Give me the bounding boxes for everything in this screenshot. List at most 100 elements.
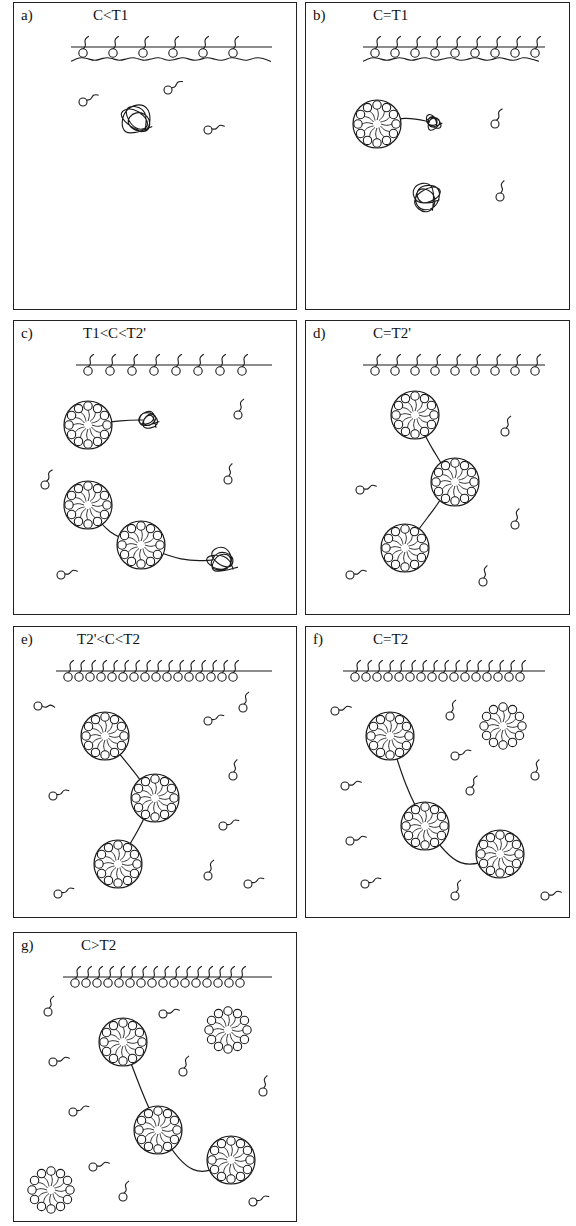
surfactant-tail <box>83 36 89 49</box>
condition-label: C>T2 <box>80 936 117 954</box>
micelle-tail <box>140 797 151 798</box>
surfactant-head <box>132 794 140 802</box>
micelle-tail <box>128 547 138 553</box>
micelle-tail <box>490 728 500 734</box>
micelle-core <box>207 1136 255 1184</box>
surfactant-tail <box>75 966 81 979</box>
surfactant-tail <box>244 692 249 704</box>
surfactant-head <box>511 521 519 529</box>
panel-letter: b) <box>312 6 327 24</box>
panel-illustration <box>34 660 272 898</box>
micelle-tail <box>377 109 378 120</box>
surfactant-head <box>411 367 419 375</box>
polymer-coil <box>139 411 160 428</box>
micelle-tail <box>142 800 152 806</box>
micelle-tail <box>157 1134 158 1145</box>
micelle-tail <box>496 729 502 739</box>
panel: d)C=T2' <box>305 320 570 615</box>
surfactant-tail <box>97 966 103 979</box>
micelle-tail <box>110 1044 120 1050</box>
micelle-tail <box>428 819 438 825</box>
surfactant-tail <box>65 570 78 574</box>
surfactant-head <box>420 427 428 435</box>
micelle-tail <box>92 729 102 735</box>
micelle-tail <box>51 1175 52 1186</box>
surfactant-tail <box>46 470 52 482</box>
micelle-tail <box>123 1027 124 1038</box>
micelle-tail <box>393 729 403 735</box>
surfactant-head <box>470 478 478 486</box>
surfactant-head <box>441 494 449 502</box>
surfactant-head <box>84 482 92 490</box>
surfactant-tail <box>229 966 235 979</box>
surfactant-head <box>130 850 138 858</box>
surfactant-head <box>391 49 399 57</box>
surfactant-head <box>207 1016 215 1024</box>
surfactant-head <box>130 673 138 681</box>
surfactant-head <box>373 101 381 109</box>
surfactant-head <box>440 822 448 830</box>
surfactant-head <box>233 1042 241 1050</box>
surfactant-head <box>79 98 87 106</box>
micelle-tail <box>161 1123 171 1129</box>
surfactant-head <box>401 394 409 402</box>
surfactant-head <box>119 1193 127 1201</box>
micelle-tail <box>127 1042 138 1043</box>
surfactant-head <box>146 557 154 565</box>
micelle-tail <box>408 541 418 547</box>
surfactant-head <box>163 673 171 681</box>
surfactant-head <box>174 673 182 681</box>
surfactant-tail <box>77 1106 90 1111</box>
micelle-tail <box>215 1023 225 1029</box>
micelle-tail <box>394 736 405 737</box>
surfactant-tail <box>354 570 367 574</box>
micelle-tail <box>53 1177 59 1187</box>
surfactant-tail <box>475 354 481 367</box>
interface-line <box>56 670 272 671</box>
surfactant-head <box>117 722 125 730</box>
micelle-tail <box>104 740 105 751</box>
micelle-tail <box>111 867 117 877</box>
surfactant-head <box>236 1139 244 1147</box>
surfactant-head <box>54 890 62 898</box>
micelle-tail <box>418 408 428 414</box>
surfactant-head <box>216 367 224 375</box>
micelle-tail <box>448 485 454 495</box>
surfactant-head <box>56 1169 64 1177</box>
surfactant-head <box>167 784 175 792</box>
interface-line <box>63 976 272 977</box>
micelle-tail <box>118 849 119 860</box>
micelle-tail <box>90 428 96 438</box>
surfactant-head <box>181 979 189 987</box>
surfactant-tail <box>79 660 85 673</box>
surfactant-head <box>66 1186 74 1194</box>
surfactant-head <box>123 876 131 884</box>
micelle-tail <box>141 530 142 541</box>
surfactant-tail <box>264 1076 268 1089</box>
surfactant-head <box>208 1156 216 1164</box>
surfactant-head <box>127 524 135 532</box>
surfactant-head <box>67 430 75 438</box>
micelle-tail <box>232 1030 243 1031</box>
surfactant-head <box>91 715 99 723</box>
surfactant-head <box>430 805 438 813</box>
surfactant-head <box>104 979 112 987</box>
adsorbed-polymer <box>363 58 539 62</box>
micelle-tail <box>427 829 433 839</box>
surfactant-tail <box>222 660 228 673</box>
micelle-tail <box>402 417 412 423</box>
micelle-tail <box>87 509 88 520</box>
micelle-tail <box>383 723 389 733</box>
surfactant-head <box>496 831 504 839</box>
surfactant-head <box>47 1205 55 1213</box>
surfactant-head <box>106 367 114 375</box>
surfactant-head <box>84 722 92 730</box>
surfactant-head <box>130 869 138 877</box>
micelle-tail <box>117 868 118 879</box>
surfactant-head <box>203 979 211 987</box>
micelle-tail <box>231 1023 241 1029</box>
micelle-core <box>94 840 142 888</box>
surfactant-head <box>384 673 392 681</box>
micelle-tail <box>215 1032 225 1038</box>
